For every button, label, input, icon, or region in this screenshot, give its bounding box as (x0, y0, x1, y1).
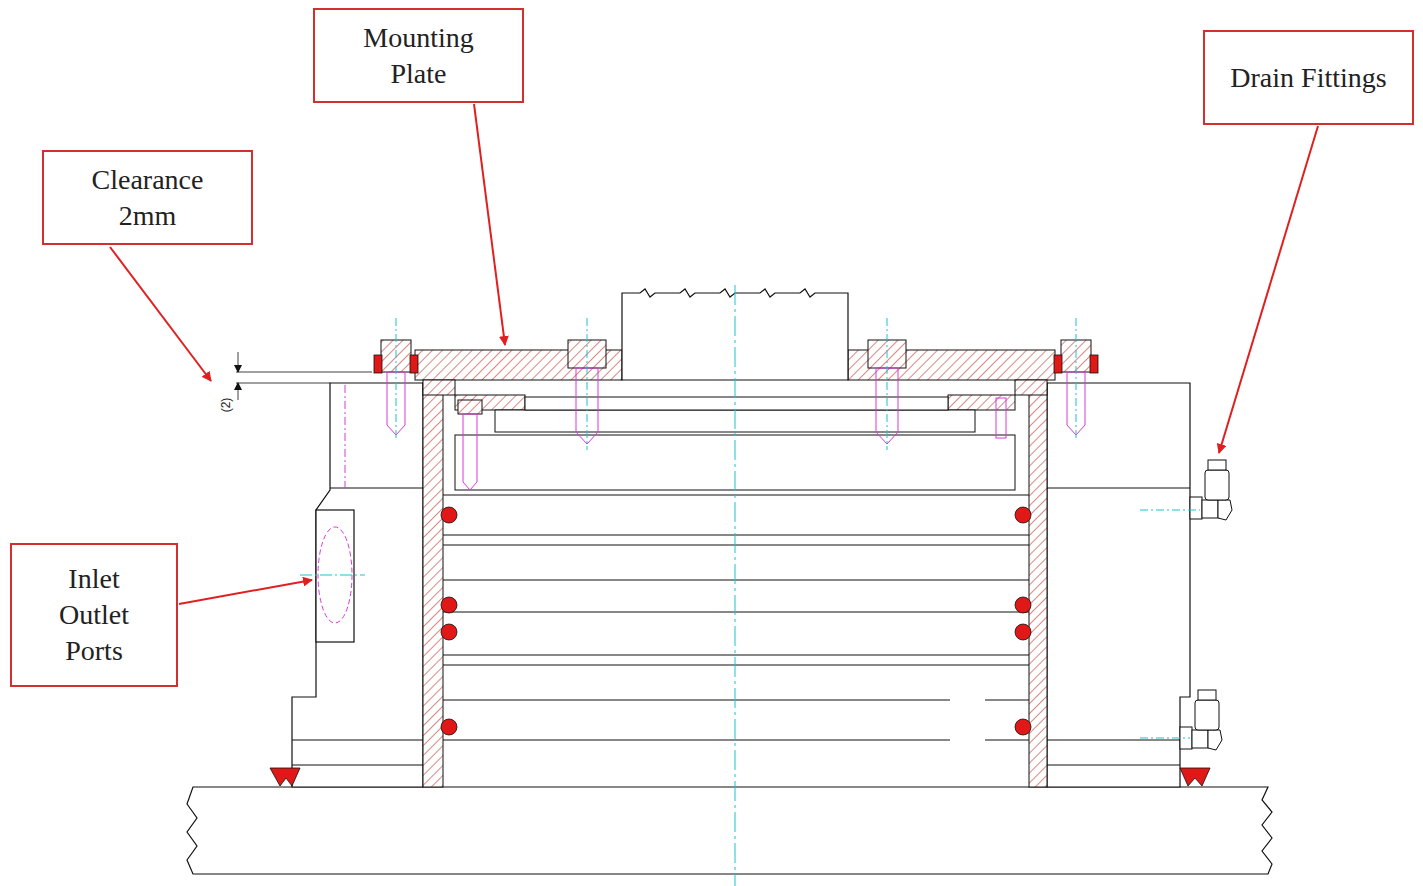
v-seal (270, 768, 300, 786)
o-rings (441, 507, 1031, 735)
port-boss (316, 510, 354, 642)
callout-box: Mounting Plate (313, 8, 524, 103)
v-seal (1180, 768, 1210, 786)
callout-box: Drain Fittings (1203, 30, 1414, 125)
housing-left (292, 383, 423, 787)
sleeve-right (1029, 383, 1047, 787)
drain-fitting (1180, 460, 1232, 750)
leader-arrows (110, 104, 1318, 604)
callout-box: Clearance 2mm (42, 150, 253, 245)
callout-text: Mounting Plate (339, 20, 499, 92)
center-line (735, 285, 736, 886)
base-plate (187, 787, 1272, 874)
dimension-label: (2) (219, 397, 233, 414)
callout-text: Clearance 2mm (73, 162, 223, 234)
housing-right (1047, 383, 1190, 787)
callout-text: Inlet Outlet Ports (39, 561, 149, 669)
callout-box: Inlet Outlet Ports (10, 543, 178, 687)
dimension (236, 352, 372, 400)
callout-text: Drain Fittings (1230, 60, 1386, 96)
bolts (374, 340, 1098, 490)
sleeve-left (423, 383, 443, 787)
